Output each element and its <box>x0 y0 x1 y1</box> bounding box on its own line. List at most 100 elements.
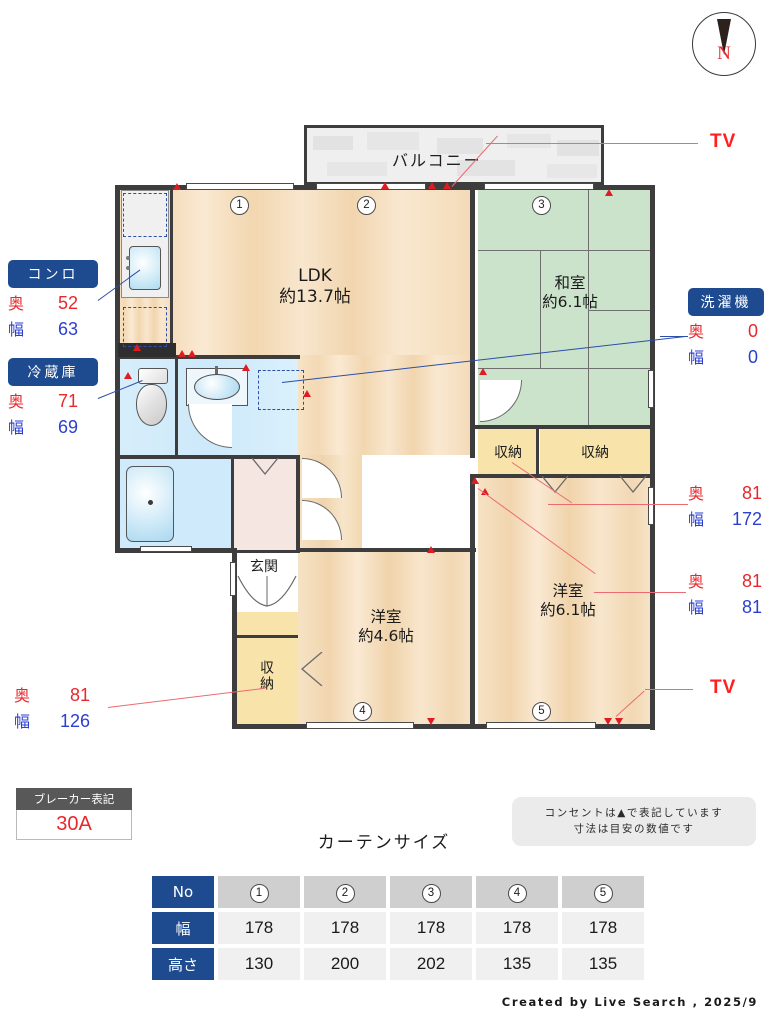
wall-hall-left <box>296 455 300 551</box>
window-5 <box>486 722 596 729</box>
spec-konro: コンロ 奥 52 幅 63 <box>8 260 98 340</box>
table-cell-height-1: 130 <box>218 948 300 980</box>
window-entry <box>230 562 236 596</box>
closet-wide-depth-row: 奥 81 <box>688 480 762 504</box>
width-key: 幅 <box>688 598 705 617</box>
outlet-marker <box>604 718 612 725</box>
closet-wide-width-row: 幅 172 <box>688 506 762 530</box>
outlet-marker <box>133 344 141 351</box>
closet-right-label: 収納 <box>581 445 609 461</box>
outlet-marker <box>188 350 196 357</box>
wall-left-lower <box>232 548 237 729</box>
window-2 <box>316 183 426 190</box>
floor-plan-drawing: バルコニー <box>97 125 698 730</box>
width-value: 63 <box>57 319 78 339</box>
kitchen-sink-icon <box>129 246 161 290</box>
note-line-1: コンセントは▲で表記しています <box>544 807 724 819</box>
yoshitsu-46-room <box>298 550 473 726</box>
konro-outline <box>123 193 167 237</box>
table-cell-height-4: 135 <box>476 948 558 980</box>
compass-needle-icon <box>717 19 731 55</box>
window-number-badge: 4 <box>507 884 527 903</box>
row-header-no: No <box>152 876 214 908</box>
yoshitsu61-label: 洋室 約6.1帖 <box>518 582 618 621</box>
width-value: 172 <box>731 509 762 529</box>
closet-entry-width-row: 幅 126 <box>14 708 90 732</box>
spec-konro-width-row: 幅 63 <box>8 316 98 340</box>
outlet-marker <box>479 368 487 375</box>
folding-door-dressing-icon[interactable] <box>250 458 280 476</box>
outlet-marker <box>381 182 389 189</box>
spec-sentakuki-depth-row: 奥 0 <box>688 318 764 342</box>
table-cell-height-3: 202 <box>390 948 472 980</box>
spec-sentakuki-width-row: 幅 0 <box>688 344 764 368</box>
spec-reizoko-title: 冷蔵庫 <box>8 358 98 386</box>
ldk-area: 約13.7帖 <box>279 287 351 308</box>
entrance-door-icon[interactable] <box>236 574 298 608</box>
width-value: 0 <box>747 347 758 367</box>
wall-washitsu-bottom <box>473 425 655 429</box>
window-number-3: 3 <box>532 196 551 215</box>
spec-sentakuki-title: 洗濯機 <box>688 288 764 316</box>
washitsu-name: 和室 <box>554 274 586 292</box>
window-washitsu-right <box>648 370 654 408</box>
depth-key: 奥 <box>688 484 705 503</box>
toilet-tank-icon <box>138 368 168 384</box>
entrance-area <box>234 552 298 612</box>
wall-bottom-entry <box>232 724 300 729</box>
outlet-marker <box>428 182 436 189</box>
tatami-grid <box>478 188 653 428</box>
outlet-marker <box>605 189 613 196</box>
wall-right <box>650 185 655 730</box>
outlet-marker <box>178 350 186 357</box>
table-cell-height-2: 200 <box>304 948 386 980</box>
window-number-1: 1 <box>230 196 249 215</box>
leader-tv-top2 <box>486 143 698 145</box>
wall-closet-bottom <box>473 474 655 478</box>
wall-bottom-right <box>296 724 655 729</box>
wall-entry-top <box>232 550 300 553</box>
folding-door-closet-right-icon[interactable] <box>618 476 648 494</box>
washbasin-bowl-icon <box>194 374 240 400</box>
notes-box: コンセントは▲で表記しています 寸法は目安の数値です <box>512 797 756 846</box>
window-number-2: 2 <box>357 196 376 215</box>
wall-bath-top <box>115 455 300 459</box>
row-header-height: 高さ <box>152 948 214 980</box>
table-cell-no-4: 4 <box>476 876 558 908</box>
closet-right-depth-row: 奥 81 <box>688 568 762 592</box>
spec-reizoko-depth-row: 奥 71 <box>8 388 98 412</box>
curtain-size-table: No 1 2 3 4 5 幅 178 178 178 178 178 高さ 13… <box>148 872 648 984</box>
toilet-bowl-icon <box>136 384 167 426</box>
ldk-room <box>118 188 473 358</box>
door-closet-entry-icon[interactable] <box>300 652 324 686</box>
table-cell-no-2: 2 <box>304 876 386 908</box>
depth-key: 奥 <box>8 392 25 411</box>
closet-right-wide <box>540 428 652 476</box>
table-cell-width-2: 178 <box>304 912 386 944</box>
outlet-marker <box>481 488 489 495</box>
width-value: 81 <box>741 597 762 617</box>
outlet-marker <box>443 182 451 189</box>
washitsu-label: 和室 約6.1帖 <box>520 274 620 313</box>
breaker-value: 30A <box>16 810 132 840</box>
spec-reizoko-width-row: 幅 69 <box>8 414 98 438</box>
table-cell-no-1: 1 <box>218 876 300 908</box>
closet-left-label: 収納 <box>494 445 522 461</box>
breaker-box: ブレーカー表記 30A <box>16 788 132 840</box>
table-cell-width-3: 178 <box>390 912 472 944</box>
washitsu-area: 約6.1帖 <box>542 293 598 312</box>
outlet-marker <box>242 364 250 371</box>
depth-key: 奥 <box>688 572 705 591</box>
closet-entry-label: 収納 <box>258 660 274 692</box>
leader-sentakuki-right <box>660 336 688 338</box>
table-row-width: 幅 178 178 178 178 178 <box>152 912 644 944</box>
ldk-name: LDK <box>298 266 332 286</box>
balcony-label: バルコニー <box>392 151 482 170</box>
width-value: 126 <box>59 711 90 731</box>
table-row-height: 高さ 130 200 202 135 135 <box>152 948 644 980</box>
compass-rose: N <box>692 12 756 76</box>
wall-closet-divider <box>536 428 539 474</box>
breaker-title: ブレーカー表記 <box>16 788 132 810</box>
wall-kitchen-right <box>170 188 173 343</box>
spec-closet-wide: 奥 81 幅 172 <box>688 480 762 530</box>
